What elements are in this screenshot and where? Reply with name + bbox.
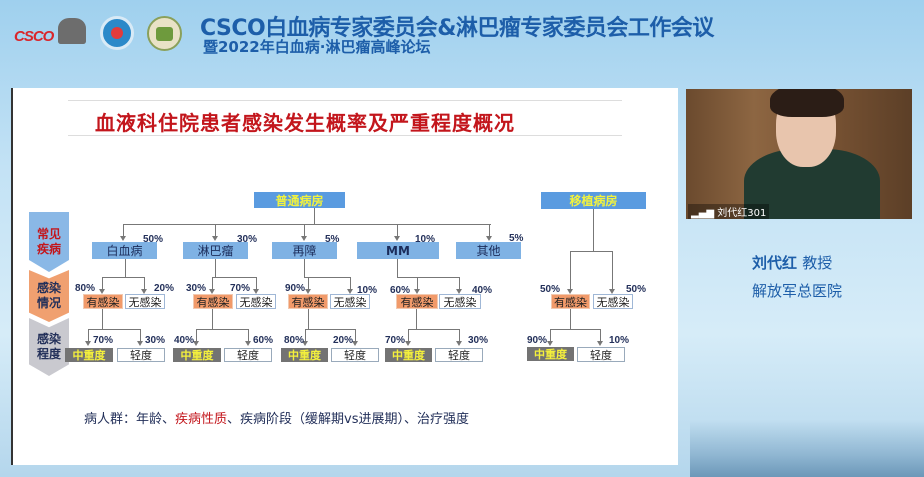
mild-box: 轻度: [331, 348, 379, 362]
uninfected-box: 无感染: [439, 294, 481, 309]
severe-box: 中重度: [65, 348, 113, 362]
disease-box-mm: MM: [357, 242, 439, 259]
mild-box: 轻度: [117, 348, 165, 362]
severe-box: 中重度: [527, 347, 574, 361]
signal-bars-icon: ▂▄▆: [691, 208, 718, 219]
infected-box: 有感染: [551, 294, 590, 309]
speaker-name: 刘代红 教授: [752, 254, 833, 272]
conference-header: CSCO CSCO白血病专家委员会&淋巴瘤专家委员会工作会议 暨2022年白血病…: [0, 0, 924, 80]
disease-box-leukemia: 白血病: [92, 242, 157, 259]
transplant-ward-box: 移植病房: [541, 192, 646, 209]
infected-box: 有感染: [193, 294, 233, 309]
uninfected-box: 无感染: [593, 294, 633, 309]
mild-box: 轻度: [577, 347, 625, 362]
disease-box-lymphoma: 淋巴瘤: [183, 242, 248, 259]
conference-subtitle: 暨2022年白血病·淋巴瘤高峰论坛: [203, 38, 431, 56]
city-skyline-decoration: [690, 420, 924, 477]
presentation-slide: [11, 88, 678, 465]
conference-title: CSCO白血病专家委员会&淋巴瘤专家委员会工作会议: [200, 16, 714, 41]
disease-box-other: 其他: [456, 242, 521, 259]
infected-box: 有感染: [83, 294, 123, 309]
infected-box: 有感染: [396, 294, 438, 309]
uninfected-box: 无感染: [330, 294, 370, 309]
severe-box: 中重度: [173, 348, 221, 362]
csco-logo: CSCO: [14, 28, 54, 45]
association-logo-icon: [147, 16, 182, 51]
infected-box: 有感染: [288, 294, 328, 309]
slide-title-bar: 血液科住院患者感染发生概率及严重程度概况: [68, 100, 622, 136]
speaker-video-feed[interactable]: ▂▄▆ 刘代红301: [686, 89, 912, 219]
disease-box-aplastic-anemia: 再障: [272, 242, 337, 259]
uninfected-box: 无感染: [125, 294, 165, 309]
patient-factors-text: 病人群：年龄、疾病性质、疾病阶段（缓解期vs进展期）、治疗强度: [84, 412, 469, 427]
side-label-infection: 感染 情况: [29, 270, 69, 322]
society-logo-icon: [100, 16, 134, 50]
uninfected-box: 无感染: [236, 294, 276, 309]
severe-box: 中重度: [281, 348, 328, 362]
mild-box: 轻度: [435, 348, 483, 362]
slide-title: 血液科住院患者感染发生概率及严重程度概况: [95, 111, 515, 135]
mild-box: 轻度: [224, 348, 272, 362]
speaker-organization: 解放军总医院: [752, 282, 843, 300]
general-ward-box: 普通病房: [254, 192, 345, 208]
csco-mascot-logo-icon: [58, 18, 86, 44]
side-label-diseases: 常见 疾病: [29, 212, 69, 272]
side-label-severity: 感染 程度: [29, 318, 69, 376]
participant-label: ▂▄▆ 刘代红301: [688, 204, 770, 219]
severe-box: 中重度: [385, 348, 432, 362]
highlight-disease-nature: 疾病性质: [175, 412, 228, 427]
